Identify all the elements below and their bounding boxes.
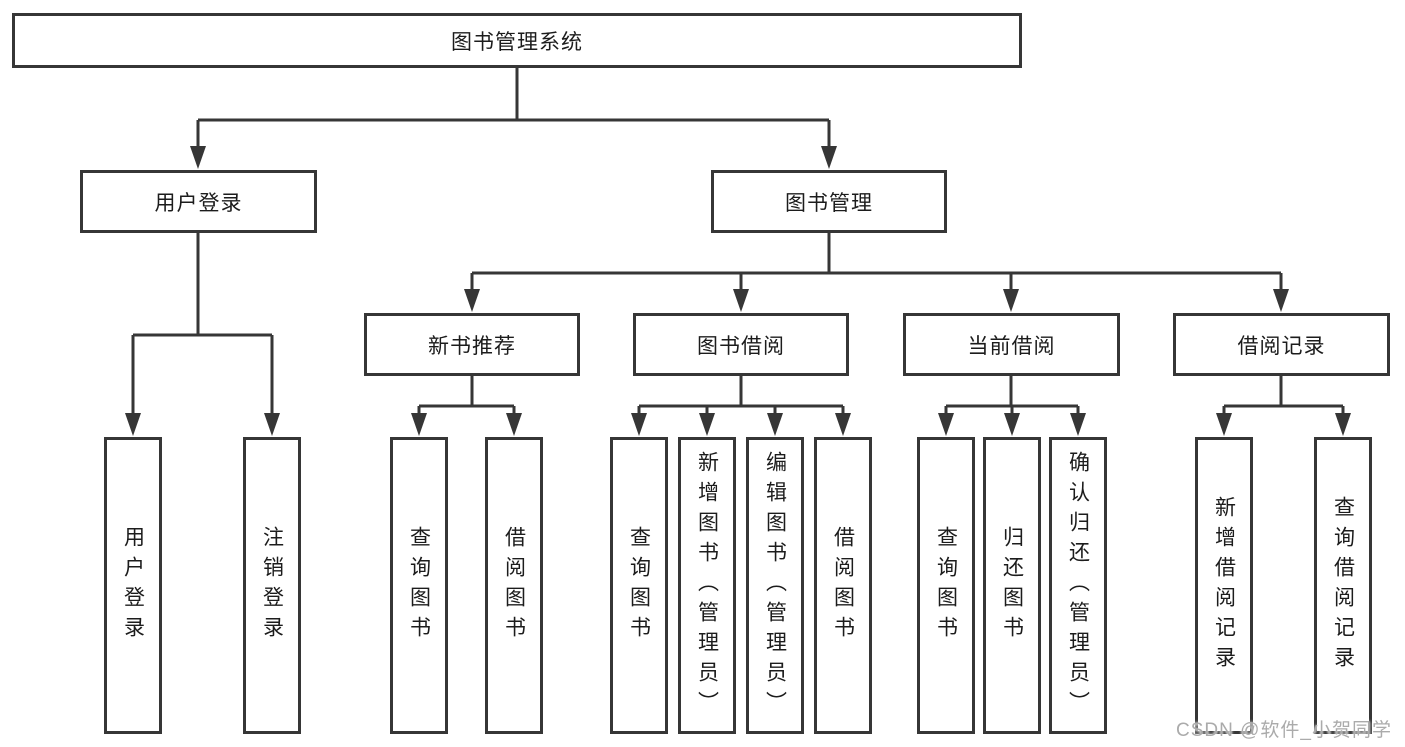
leaf-query-books-3: 查询图书	[917, 437, 975, 734]
node-current-borrow-label: 当前借阅	[967, 334, 1056, 358]
leaf-borrow-books-1-label: 借阅图书	[502, 525, 526, 646]
leaf-query-borrow-record: 查询借阅记录	[1314, 437, 1372, 734]
leaf-borrow-books-1: 借阅图书	[485, 437, 543, 734]
node-user-login: 用户登录	[80, 170, 317, 233]
arrowhead-icons	[125, 146, 1351, 436]
leaf-borrow-books-2-label: 借阅图书	[831, 525, 855, 646]
node-root: 图书管理系统	[12, 13, 1022, 68]
leaf-query-books-1: 查询图书	[390, 437, 448, 734]
node-borrow-records-label: 借阅记录	[1237, 334, 1326, 358]
node-book-borrow-label: 图书借阅	[697, 334, 785, 358]
node-borrow-records: 借阅记录	[1173, 313, 1390, 376]
leaf-borrow-books-2: 借阅图书	[814, 437, 872, 734]
leaf-logout-label: 注销登录	[260, 525, 284, 646]
leaf-query-books-3-label: 查询图书	[934, 525, 958, 646]
leaf-return-book: 归还图书	[983, 437, 1041, 734]
leaf-add-borrow-record: 新增借阅记录	[1195, 437, 1253, 734]
leaf-query-borrow-record-label: 查询借阅记录	[1331, 495, 1355, 676]
leaf-query-books-2-label: 查询图书	[627, 525, 651, 646]
node-book-borrow: 图书借阅	[633, 313, 849, 376]
connector-lines	[131, 68, 1345, 414]
leaf-add-book-admin-label: 新增图书（管理员）	[695, 450, 719, 721]
leaf-confirm-return-admin: 确认归还（管理员）	[1049, 437, 1107, 734]
leaf-user-login: 用户登录	[104, 437, 162, 734]
node-current-borrow: 当前借阅	[903, 313, 1120, 376]
leaf-query-books-2: 查询图书	[610, 437, 668, 734]
node-user-login-label: 用户登录	[154, 191, 243, 215]
node-new-book-recommend-label: 新书推荐	[428, 334, 516, 358]
leaf-query-books-1-label: 查询图书	[407, 525, 431, 646]
leaf-add-borrow-record-label: 新增借阅记录	[1212, 495, 1236, 676]
leaf-add-book-admin: 新增图书（管理员）	[678, 437, 736, 734]
leaf-logout: 注销登录	[243, 437, 301, 734]
leaf-return-book-label: 归还图书	[1000, 525, 1024, 646]
node-book-management-label: 图书管理	[785, 191, 873, 215]
node-book-management: 图书管理	[711, 170, 947, 233]
leaf-edit-book-admin-label: 编辑图书（管理员）	[763, 450, 787, 721]
leaf-edit-book-admin: 编辑图书（管理员）	[746, 437, 804, 734]
leaf-user-login-label: 用户登录	[121, 525, 145, 646]
node-new-book-recommend: 新书推荐	[364, 313, 580, 376]
node-root-label: 图书管理系统	[451, 30, 583, 54]
leaf-confirm-return-admin-label: 确认归还（管理员）	[1066, 450, 1090, 721]
